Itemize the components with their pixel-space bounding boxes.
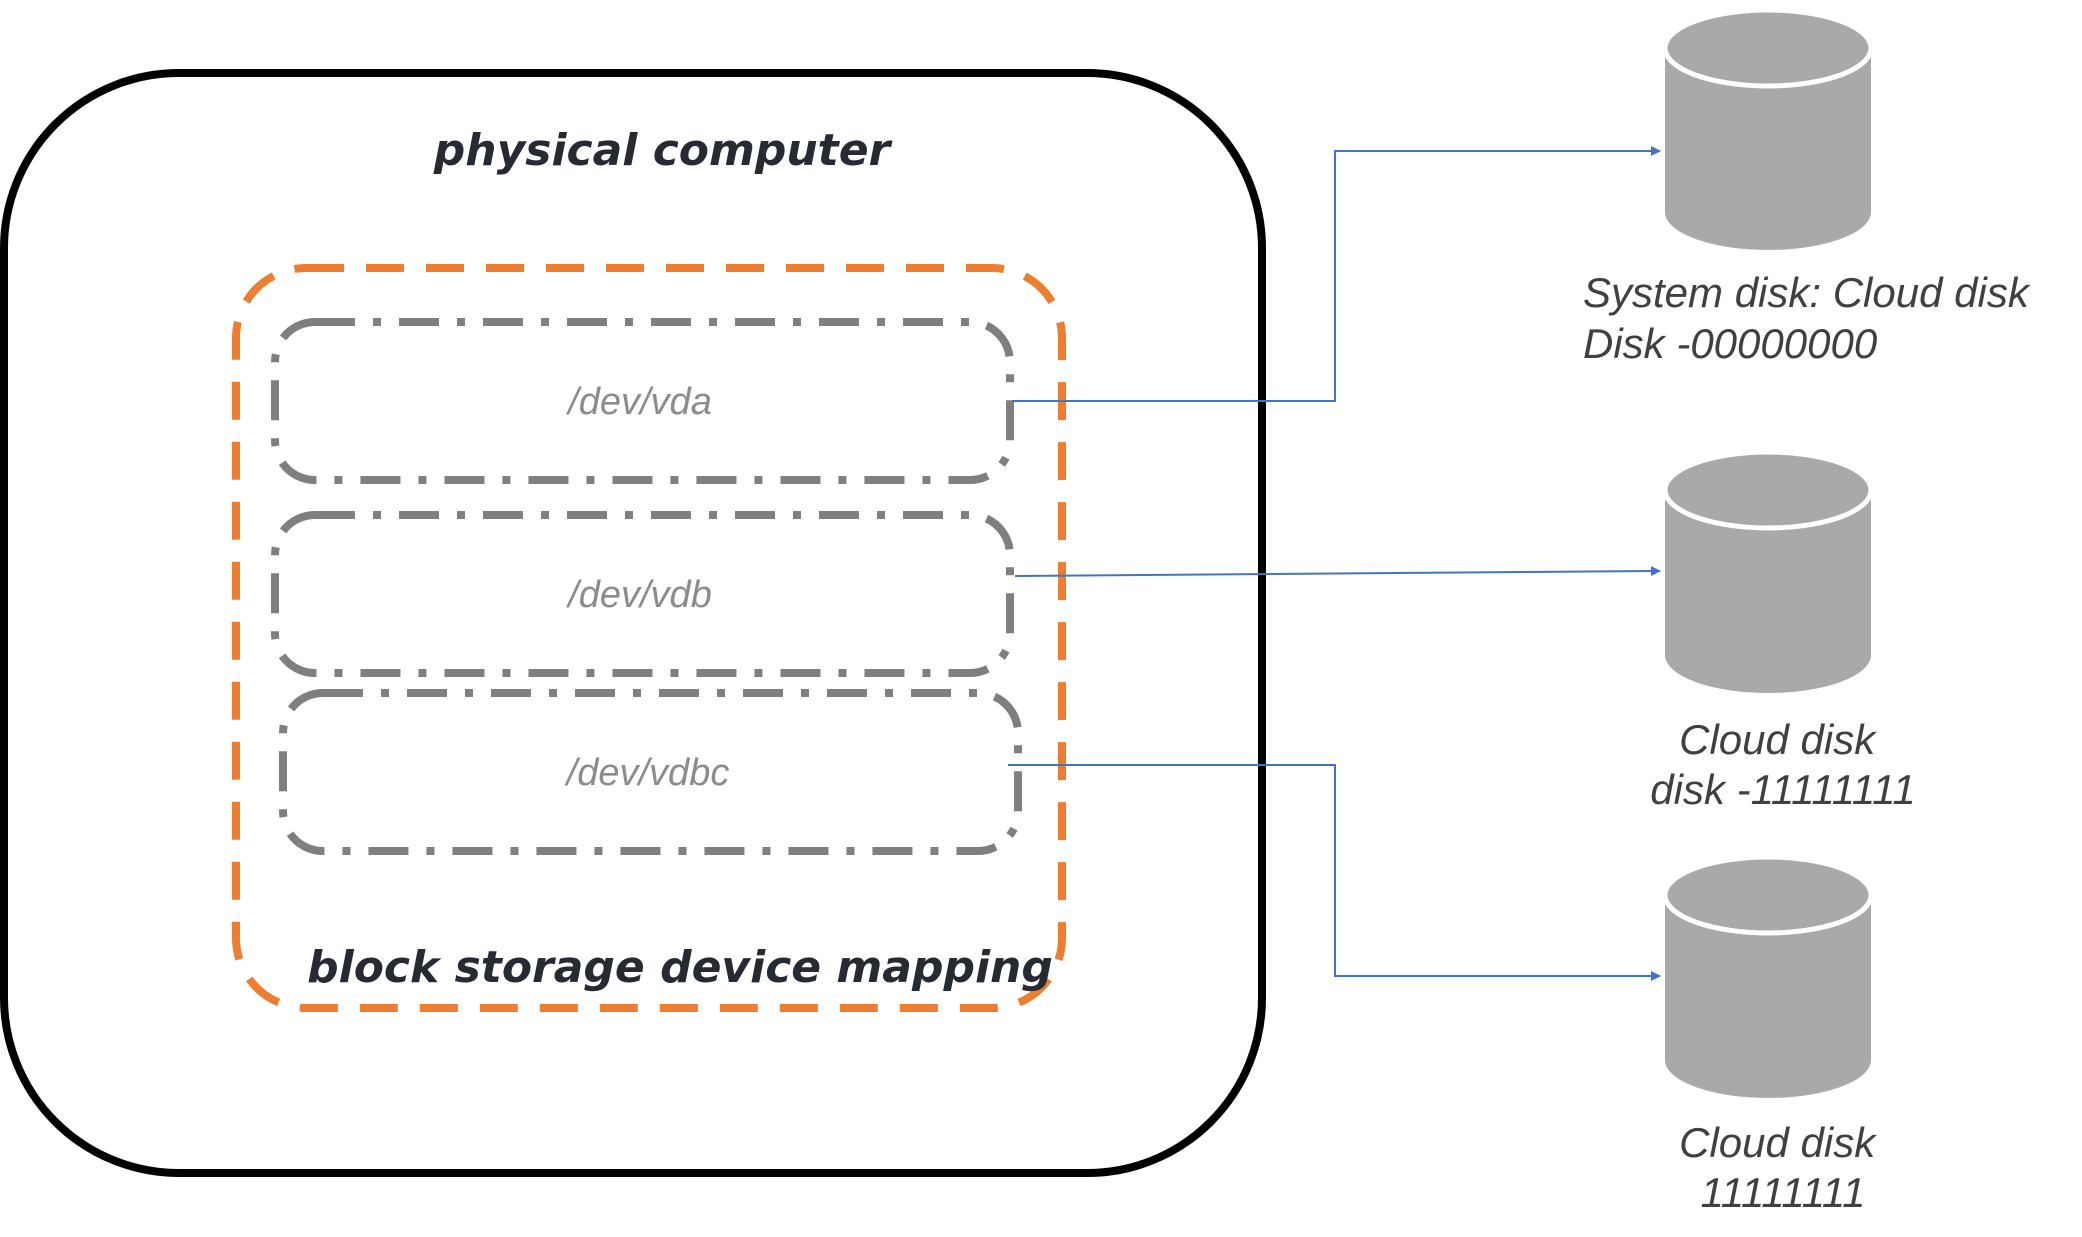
system-disk-label-line-1: System disk: Cloud disk	[1583, 269, 2031, 316]
device-vdbc-label: /dev/vdbc	[564, 752, 730, 794]
device-vdb-box	[271, 511, 1014, 677]
cloud-disk-2-cylinder-icon	[1662, 854, 1874, 1098]
device-vda-label: /dev/vda	[565, 381, 712, 423]
system-disk-label: System disk: Cloud disk Disk -00000000	[1583, 269, 2041, 367]
connector-vda-to-system-disk	[1012, 146, 1661, 402]
system-disk-cylinder-icon	[1662, 7, 1874, 250]
physical-computer-title: physical computer	[433, 125, 893, 176]
system-disk-label-line-2: Disk -00000000	[1583, 320, 1878, 367]
system-disk: System disk: Cloud disk Disk -00000000	[1583, 7, 2041, 367]
block-storage-mapping-title: block storage device mapping	[307, 942, 1053, 993]
cloud-disk-1-label-line-2: disk -11111111	[1650, 766, 1915, 813]
device-vda-box	[271, 318, 1014, 484]
cloud-disk-2-label-line-2: 11111111	[1700, 1169, 1865, 1216]
cloud-disk-1-cylinder-icon	[1662, 449, 1874, 693]
cloud-disk-1-label: Cloud disk disk -11111111	[1650, 716, 1915, 813]
block-storage-mapping-box	[232, 264, 1066, 1012]
cloud-disk-2-label-line-1: Cloud disk	[1679, 1119, 1877, 1166]
cloud-disk-2-label: Cloud disk 11111111	[1679, 1119, 1887, 1216]
connector-vdb-to-cloud-disk-1	[1014, 566, 1661, 577]
cloud-disk-2: Cloud disk 11111111	[1662, 854, 1887, 1216]
device-vdb-label: /dev/vdb	[565, 574, 712, 616]
connector-vdbc-to-cloud-disk-2	[1008, 764, 1661, 981]
device-vdbc: /dev/vdbc	[279, 689, 1022, 855]
device-vdbc-box	[279, 689, 1022, 855]
cloud-disk-1: Cloud disk disk -11111111	[1650, 449, 1916, 813]
device-vdb: /dev/vdb	[271, 511, 1014, 677]
cloud-disk-1-label-line-1: Cloud disk	[1679, 716, 1877, 763]
device-vda: /dev/vda	[271, 318, 1014, 484]
